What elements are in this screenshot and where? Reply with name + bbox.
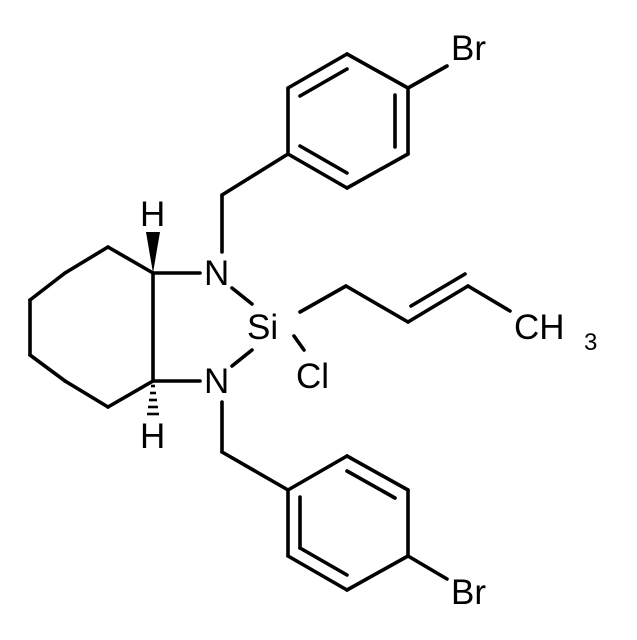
diazasilolidine-ring — [151, 271, 254, 383]
hydrogen-top-label: H — [140, 195, 165, 234]
hydrogen-bottom-label: H — [140, 417, 165, 456]
nitrogen-top-label: N — [204, 254, 229, 293]
stereo-wedge-top — [146, 232, 160, 273]
silicon-label: Si — [247, 308, 278, 347]
chlorine-label: Cl — [296, 357, 329, 396]
bromine-top-label: Br — [451, 29, 486, 68]
benzyl-top — [220, 52, 449, 254]
methyl-label: CH — [514, 308, 565, 347]
cyclohexane-ring — [28, 245, 155, 409]
bromine-bottom-label: Br — [451, 573, 486, 612]
crotyl-chain — [298, 272, 512, 324]
methyl-subscript: 3 — [584, 329, 597, 356]
benzyl-bottom — [220, 400, 449, 592]
stereo-hash-bottom — [147, 384, 159, 416]
si-cl-bond — [292, 334, 306, 352]
nitrogen-bottom-label: N — [204, 362, 229, 401]
